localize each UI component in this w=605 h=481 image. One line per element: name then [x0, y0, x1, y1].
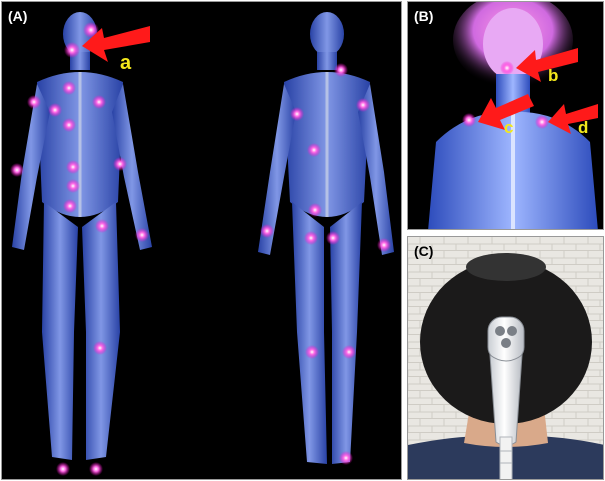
marker-label-b: b [548, 66, 558, 86]
device-photo-illustration [408, 237, 604, 480]
panel-c-device-photo: (C) [407, 236, 604, 480]
neck-shoulder-illustration [408, 2, 604, 230]
marker-label-d: d [578, 118, 588, 138]
marker-label-a: a [120, 52, 131, 75]
body-figures-illustration [2, 2, 402, 480]
panel-a-body-points: (A) a [1, 1, 402, 480]
panel-c-label: (C) [414, 243, 433, 259]
figure-left [12, 12, 152, 460]
marker-label-c: c [504, 118, 513, 138]
panel-b-label: (B) [414, 8, 433, 24]
panel-b-neck-points: (B) b c d [407, 1, 604, 230]
panel-a-label: (A) [8, 8, 27, 24]
